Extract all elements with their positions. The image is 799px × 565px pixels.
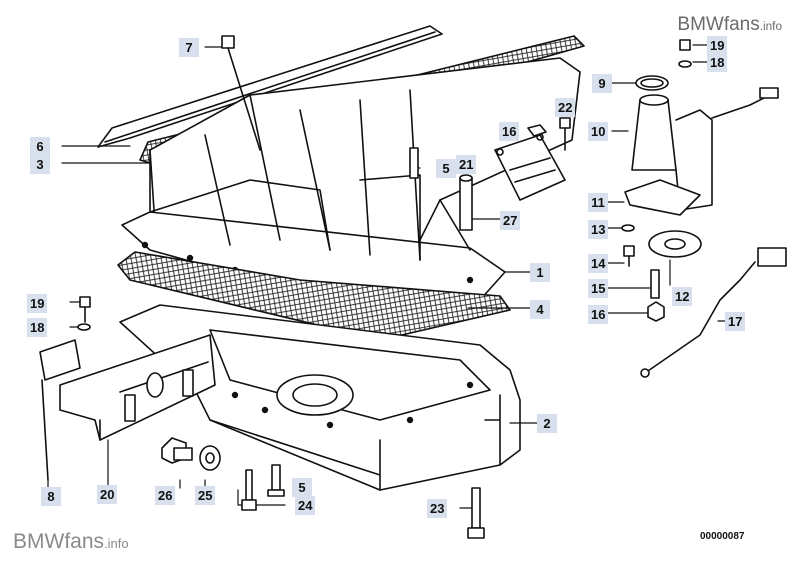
callout-6[interactable]: 6: [30, 137, 50, 156]
brand-watermark-top: BMWfans.info: [677, 14, 782, 36]
callout-24[interactable]: 24: [295, 496, 316, 515]
bracket-part-20: [59, 334, 216, 441]
washer-part-25: [199, 445, 221, 471]
callout-19-left[interactable]: 19: [27, 294, 48, 313]
bolt-part-24: [241, 469, 257, 511]
brand-watermark-bottom-suffix: .info: [104, 536, 129, 551]
gasket-strip-part-6: [97, 25, 443, 148]
gasket-part-11: [624, 179, 701, 216]
brand-watermark-bottom-main: BMWfans: [13, 530, 105, 553]
bolt-part-5-lower: [267, 464, 285, 497]
stud-part-15: [650, 269, 660, 299]
callout-26[interactable]: 26: [155, 486, 176, 505]
callout-9[interactable]: 9: [592, 74, 612, 93]
bolt-part-19-left: [79, 296, 91, 323]
callout-16-right[interactable]: 16: [588, 305, 609, 324]
callout-20[interactable]: 20: [97, 485, 118, 504]
diagram-part-number: 00000087: [700, 531, 745, 542]
bolt-part-23: [467, 487, 485, 539]
brand-watermark-bottom: BMWfans.info: [13, 530, 129, 554]
washer-part-18-left: [77, 323, 91, 331]
nut-part-16-upper: [527, 124, 547, 137]
lower-oil-pan-part-2: [119, 304, 521, 491]
callout-2[interactable]: 2: [537, 414, 557, 433]
callout-15[interactable]: 15: [588, 279, 609, 298]
callout-4[interactable]: 4: [530, 300, 550, 319]
callout-27[interactable]: 27: [500, 211, 521, 230]
sleeve-part-27: [459, 174, 473, 231]
cover-plate-part-12: [648, 230, 702, 258]
seal-ring-part-9: [635, 75, 669, 91]
callout-22[interactable]: 22: [555, 98, 576, 117]
bolt-part-14: [623, 245, 635, 267]
sensor-cable-part-17: [640, 247, 787, 378]
washer-part-13: [621, 224, 635, 232]
callout-10[interactable]: 10: [588, 122, 609, 141]
callout-16-upper[interactable]: 16: [499, 122, 520, 141]
callout-19-right[interactable]: 19: [707, 36, 728, 55]
callout-13[interactable]: 13: [588, 220, 609, 239]
drain-plug-part-26: [161, 437, 193, 464]
callout-25[interactable]: 25: [195, 486, 216, 505]
bolt-part-7: [221, 35, 261, 151]
callout-5-lower[interactable]: 5: [292, 478, 312, 497]
callout-21[interactable]: 21: [456, 155, 477, 174]
bolt-part-5-upper: [409, 147, 419, 179]
nut-part-16-right: [647, 301, 665, 322]
pan-gasket-part-4: [117, 251, 511, 341]
callout-5-upper[interactable]: 5: [436, 159, 456, 178]
callout-8[interactable]: 8: [41, 487, 61, 506]
callout-18-left[interactable]: 18: [27, 318, 48, 337]
callout-7[interactable]: 7: [179, 38, 199, 57]
clip-part-8: [39, 339, 81, 481]
washer-part-18-right: [678, 60, 692, 68]
callout-17[interactable]: 17: [725, 312, 746, 331]
bolt-part-19-right: [679, 39, 691, 51]
level-sensor-part-10: [631, 87, 779, 211]
callout-18-right[interactable]: 18: [707, 53, 728, 72]
bolt-part-22: [559, 117, 571, 151]
callout-14[interactable]: 14: [588, 254, 609, 273]
callout-12[interactable]: 12: [672, 287, 693, 306]
brand-watermark-top-main: BMWfans: [677, 14, 760, 35]
brand-watermark-top-suffix: .info: [759, 20, 782, 33]
callout-11[interactable]: 11: [588, 193, 608, 212]
callout-3[interactable]: 3: [30, 155, 50, 174]
callout-1[interactable]: 1: [530, 263, 550, 282]
bracket-part-21: [494, 133, 566, 201]
callout-23[interactable]: 23: [427, 499, 448, 518]
